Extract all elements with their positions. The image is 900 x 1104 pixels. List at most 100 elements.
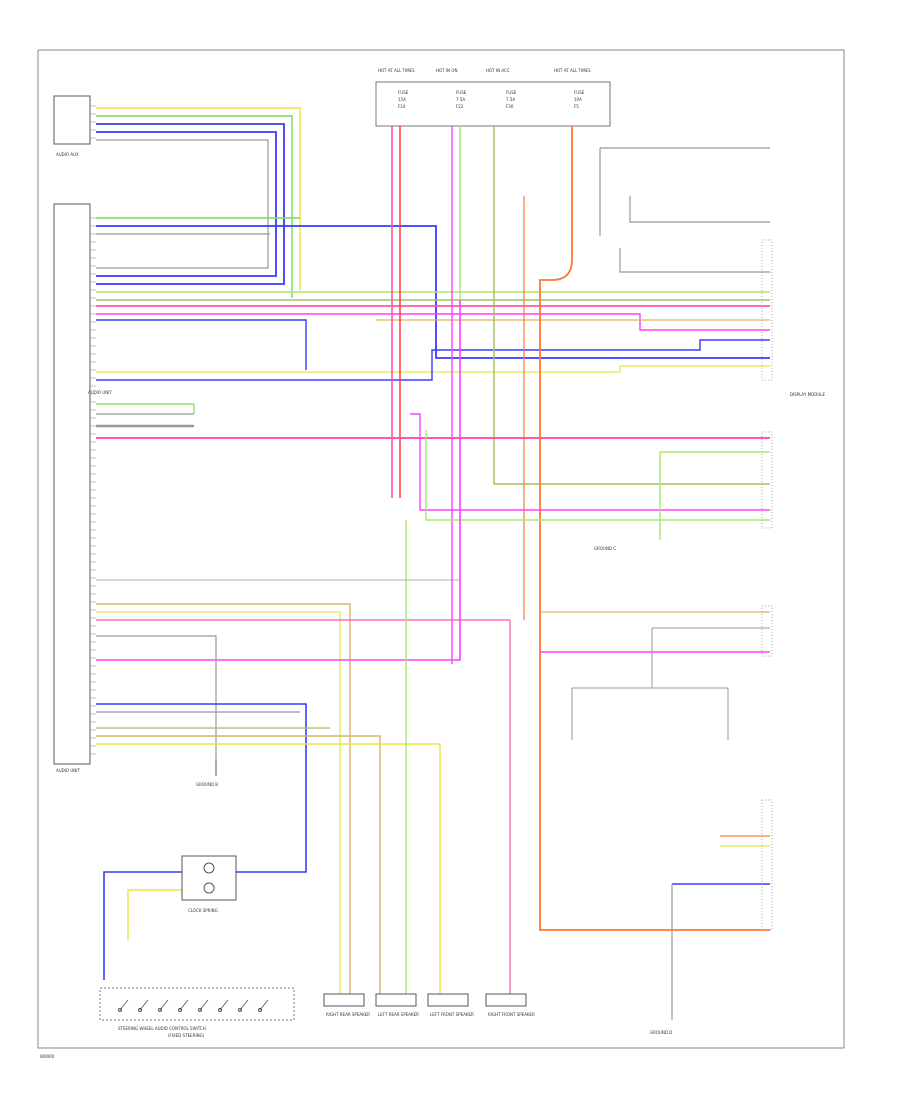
ground-c: GROUND C [594,546,616,551]
display-module-label: DISPLAY MODULE [790,392,826,397]
fuse-spec: 7.5A [506,97,515,102]
switch-contact [179,999,189,1011]
ground-d-label: GROUND D [650,1030,672,1035]
steering-switch-sublabel: (FIXED STEERING) [168,1033,205,1038]
fuse-spec: F5 [574,104,579,109]
connector-pins [90,105,96,755]
clock-spring-label: CLOCK SPRING [188,908,218,913]
left-rear-speaker: LEFT REAR SPEAKER [375,993,419,1017]
wire-yellow-steering [127,889,182,940]
fuse-spec: FUSE [506,90,517,95]
right-rear-speaker: RIGHT REAR SPEAKER [323,993,370,1017]
fuse-spec: 15A [398,97,406,102]
clock-spring-coil-1 [203,862,215,874]
fuse-spec: FUSE [574,90,585,95]
wire-pink-rf [96,619,511,994]
wire-magenta-display [410,413,770,511]
left-front-speaker-label: LEFT FRONT SPEAKER [430,1012,474,1017]
fuse-spec: FUSE [398,90,409,95]
switch-contact [199,999,209,1011]
ground-d: GROUND D [650,1030,672,1035]
left-front-speaker: LEFT FRONT SPEAKER [427,993,474,1017]
wire-blue-steering [103,871,182,980]
wires [96,107,770,1020]
fuse-f30-drop [493,126,770,485]
module-4-connector [761,799,773,931]
footer-code: W0000 [40,1054,55,1059]
wire-blue-short [96,319,307,370]
right-front-speaker-body [485,993,527,1007]
wire-green-display [425,430,770,521]
switch-terminal [198,1008,202,1012]
wire-magenta-trunk [96,313,770,331]
wire-gray-top-3 [619,248,770,273]
fuse-block-box [375,81,611,127]
display-module-connector [761,239,773,381]
fuse-spec: 7.5A [456,97,465,102]
switch-terminal [118,1008,122,1012]
right-front-speaker-label: RIGHT FRONT SPEAKER [488,1012,535,1017]
fuse-spec: F10 [398,104,406,109]
aux-wire-yellow [96,107,301,290]
switch-terminal [138,1008,142,1012]
left-rear-speaker-body [375,993,417,1007]
fuse-title: HOT AT ALL TIMES [554,68,591,73]
fuse-spec: F22 [456,104,464,109]
wire-gray-top-2 [629,196,770,223]
steering-switches [118,999,269,1012]
ground-b: GROUND B [196,760,218,787]
right-rear-speaker-label: RIGHT REAR SPEAKER [326,1012,370,1017]
ground-b-label: GROUND B [196,782,218,787]
switch-terminal [158,1008,162,1012]
left-rear-speaker-label: LEFT REAR SPEAKER [378,1012,419,1017]
fuse-spec: F30 [506,104,514,109]
aux-wire-gray [96,139,269,269]
wire-yellow-display [96,365,770,373]
fuse-f5-drop [539,126,770,931]
diagram-frame [37,49,845,1049]
left-front-speaker-body [427,993,469,1007]
audio-aux-connector [53,95,91,145]
switch-terminal [178,1008,182,1012]
switch-terminal [238,1008,242,1012]
clock-spring-coil-2 [203,882,215,894]
fuse-title: HOT IN ACC [486,68,510,73]
wire-yellow-lf [96,743,441,994]
wire-gray-ground [96,635,217,760]
aux-wire-blue [96,123,285,285]
wire-blue-clock [96,703,307,873]
switch-contact [159,999,169,1011]
steering-switch-box [99,987,295,1021]
fuse-title: HOT AT ALL TIMES [378,68,415,73]
wire-yellow-rr [96,611,341,994]
right-rear-speaker-body [323,993,365,1007]
switch-contact [259,999,269,1011]
switch-terminal [218,1008,222,1012]
switch-contact [119,999,129,1011]
switch-contact [139,999,149,1011]
wire-magenta-lower [96,300,461,661]
audio-unit-label: AUDIO UNIT [88,390,112,395]
audio-unit-connector [53,203,91,765]
fuse-title: HOT IN ON [436,68,457,73]
switch-terminal [258,1008,262,1012]
steering-switch-label: STEERING WHEEL AUDIO CONTROL SWITCH [118,1026,206,1031]
aux-wire-green [96,115,293,298]
switch-contact [219,999,229,1011]
wire-blue-display-2 [96,339,770,381]
module-2-connector [761,431,773,529]
module-3-connector [761,605,773,657]
aux-wire-blue-2 [96,131,277,277]
fuse-block: HOT AT ALL TIMES FUSE 15A F10 HOT IN ON FUSE 7… [375,68,611,127]
ground-c-label: GROUND C [594,546,616,551]
fuse-spec: FUSE [456,90,467,95]
fuse-spec: 10A [574,97,582,102]
switch-contact [239,999,249,1011]
audio-aux-label: AUDIO AUX [56,152,79,157]
wire-tan-lr [96,735,381,994]
right-front-speaker: RIGHT FRONT SPEAKER [485,993,535,1017]
audio-unit-bottom-label: AUDIO UNIT [56,768,80,773]
wire-tan-rr [96,603,351,994]
